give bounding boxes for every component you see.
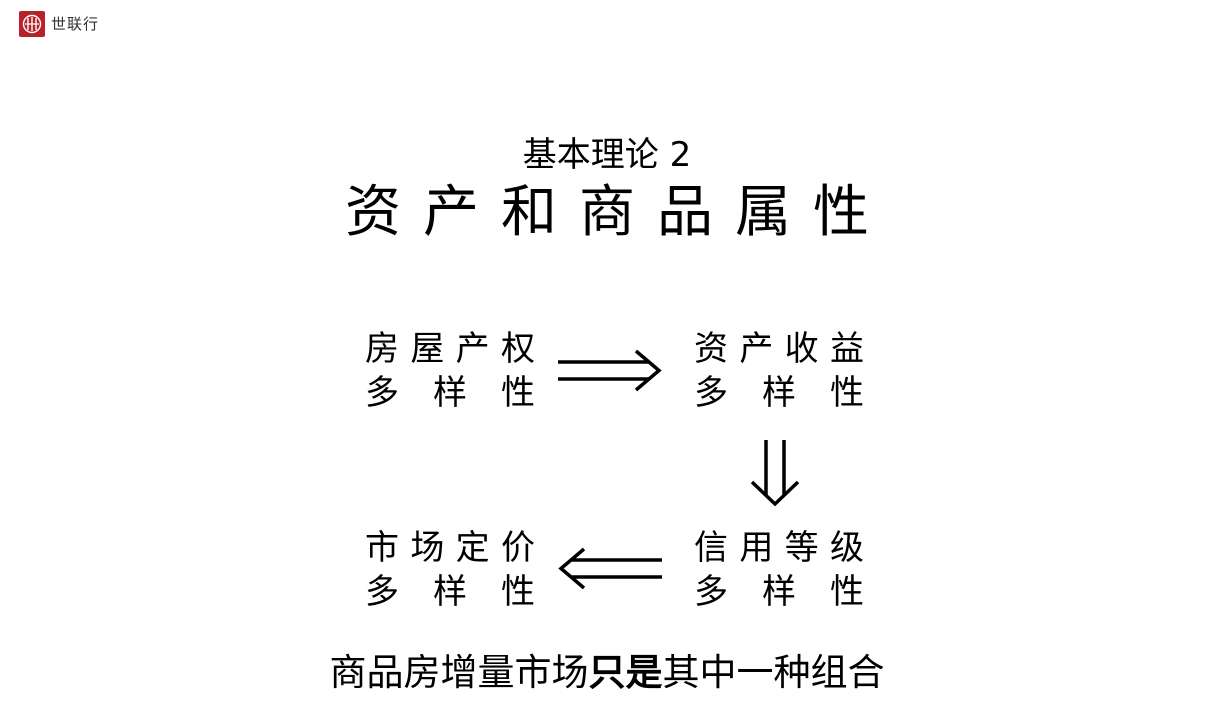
node-diversity-char: 样 bbox=[762, 373, 796, 413]
footer-suffix: 其中一种组合 bbox=[662, 651, 885, 694]
node-diversity-label: 多 样 性 bbox=[694, 371, 864, 415]
footer-emphasis: 只是 bbox=[588, 651, 663, 694]
node-diversity-char: 样 bbox=[433, 373, 467, 413]
node-label: 市场定价 bbox=[365, 528, 535, 568]
node-property-rights: 房屋产权 多 样 性 bbox=[365, 327, 535, 415]
double-arrow-down-icon bbox=[750, 440, 800, 507]
brand-name: 世联行 bbox=[51, 15, 100, 33]
node-diversity-char: 性 bbox=[830, 373, 864, 413]
node-diversity-label: 多 样 性 bbox=[694, 570, 864, 614]
slide-title: 资产和商品属性 bbox=[345, 180, 891, 245]
double-arrow-left-icon bbox=[558, 547, 662, 590]
brand-mark-icon bbox=[19, 10, 45, 37]
node-label: 房屋产权 bbox=[365, 329, 535, 369]
node-label: 资产收益 bbox=[694, 329, 864, 369]
node-diversity-char: 样 bbox=[762, 572, 796, 612]
double-arrow-right-icon bbox=[558, 349, 662, 392]
brand-glyph-icon bbox=[22, 14, 42, 33]
footer-statement: 商品房增量市场只是其中一种组合 bbox=[0, 650, 1214, 696]
node-label: 信用等级 bbox=[694, 528, 864, 568]
node-diversity-char: 性 bbox=[830, 572, 864, 612]
node-diversity-label: 多 样 性 bbox=[365, 570, 535, 614]
node-asset-return: 资产收益 多 样 性 bbox=[694, 327, 864, 415]
node-diversity-char: 性 bbox=[501, 373, 535, 413]
node-diversity-char: 多 bbox=[694, 572, 728, 612]
node-diversity-char: 多 bbox=[365, 373, 399, 413]
node-diversity-char: 多 bbox=[365, 572, 399, 612]
node-diversity-char: 性 bbox=[501, 572, 535, 612]
node-diversity-label: 多 样 性 bbox=[365, 371, 535, 415]
node-diversity-char: 多 bbox=[694, 373, 728, 413]
node-diversity-char: 样 bbox=[433, 572, 467, 612]
node-credit-rating: 信用等级 多 样 性 bbox=[694, 526, 864, 614]
node-market-pricing: 市场定价 多 样 性 bbox=[365, 526, 535, 614]
brand-logo: 世联行 bbox=[19, 10, 99, 37]
footer-prefix: 商品房增量市场 bbox=[329, 651, 589, 694]
slide-subtitle: 基本理论 2 bbox=[522, 135, 692, 175]
